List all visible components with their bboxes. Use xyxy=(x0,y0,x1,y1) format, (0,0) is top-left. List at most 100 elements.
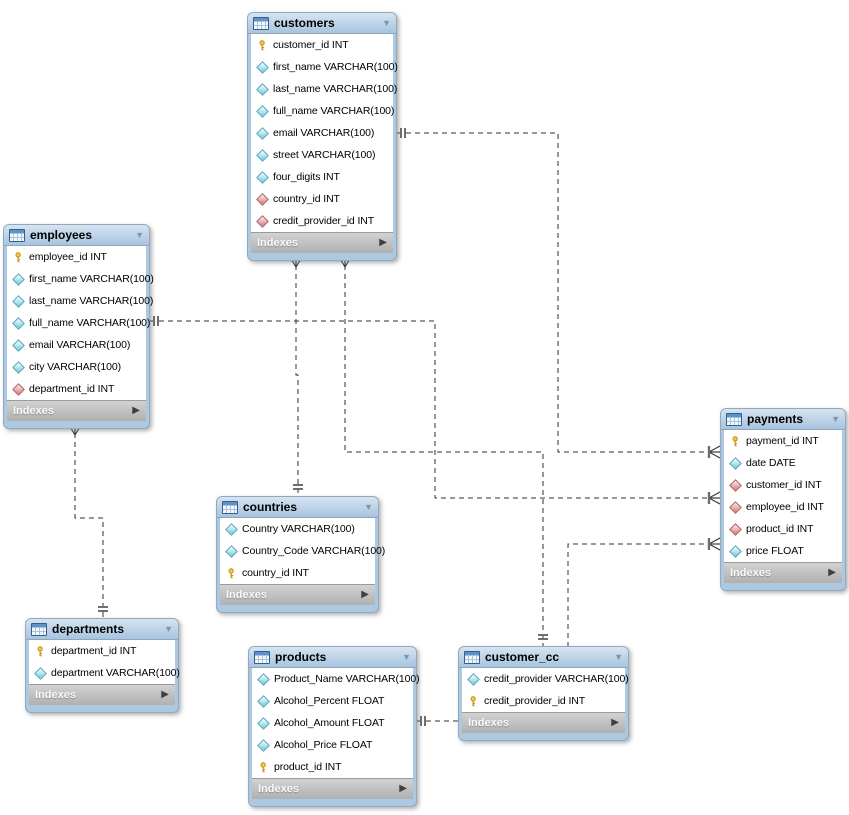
collapse-arrow-icon[interactable]: ▼ xyxy=(614,651,623,662)
table-header[interactable]: payments▼ xyxy=(721,409,845,430)
expand-arrow-icon[interactable]: ▶ xyxy=(379,237,387,248)
column-diamond-icon xyxy=(12,294,25,308)
relationship-employees-payments[interactable] xyxy=(150,316,721,505)
column-row[interactable]: email VARCHAR(100) xyxy=(251,122,393,144)
column-row[interactable]: Alcohol_Amount FLOAT xyxy=(252,712,413,734)
indexes-label: Indexes xyxy=(226,589,267,601)
column-row[interactable]: Alcohol_Price FLOAT xyxy=(252,734,413,756)
column-row[interactable]: credit_provider_id INT xyxy=(462,690,625,712)
collapse-arrow-icon[interactable]: ▼ xyxy=(831,413,840,424)
relationship-line[interactable] xyxy=(74,424,104,618)
column-row[interactable]: Alcohol_Percent FLOAT xyxy=(252,690,413,712)
column-row[interactable]: department_id INT xyxy=(7,378,146,400)
relationship-employees-departments[interactable] xyxy=(68,423,108,618)
expand-arrow-icon[interactable]: ▶ xyxy=(132,405,140,416)
collapse-arrow-icon[interactable]: ▼ xyxy=(402,651,411,662)
table-customers[interactable]: customers▼ customer_id INT first_name VARC… xyxy=(247,12,398,261)
column-diamond-icon xyxy=(467,672,480,686)
column-row[interactable]: four_digits INT xyxy=(251,166,393,188)
expand-arrow-icon[interactable]: ▶ xyxy=(399,783,407,794)
column-row[interactable]: employee_id INT xyxy=(724,496,842,518)
column-row[interactable]: full_name VARCHAR(100) xyxy=(251,100,394,122)
collapse-arrow-icon[interactable]: ▼ xyxy=(164,623,173,634)
column-row[interactable]: last_name VARCHAR(100) xyxy=(251,78,397,100)
column-text: credit_provider VARCHAR(100) xyxy=(484,673,629,685)
table-header[interactable]: departments▼ xyxy=(26,619,178,640)
indexes-bar[interactable]: Indexes▶ xyxy=(7,400,146,421)
key-icon xyxy=(37,645,43,656)
column-row[interactable]: department VARCHAR(100) xyxy=(29,662,180,684)
column-row[interactable]: full_name VARCHAR(100) xyxy=(7,312,150,334)
relationship-line[interactable] xyxy=(295,256,299,496)
indexes-bar[interactable]: Indexes▶ xyxy=(251,232,393,253)
column-row[interactable]: date DATE xyxy=(724,452,842,474)
expand-arrow-icon[interactable]: ▶ xyxy=(361,589,369,600)
indexes-bar[interactable]: Indexes▶ xyxy=(252,778,413,799)
table-header[interactable]: customer_cc▼ xyxy=(459,647,628,668)
relationship-customers-payments[interactable] xyxy=(397,128,721,459)
column-row[interactable]: product_id INT xyxy=(252,756,413,778)
column-row[interactable]: customer_id INT xyxy=(251,34,393,56)
one-marker xyxy=(153,316,159,326)
column-row[interactable]: street VARCHAR(100) xyxy=(251,144,393,166)
indexes-bar[interactable]: Indexes▶ xyxy=(29,684,175,705)
column-icon-cell xyxy=(225,544,238,558)
column-row[interactable]: city VARCHAR(100) xyxy=(7,356,146,378)
table-title: products xyxy=(275,650,327,664)
column-row[interactable]: employee_id INT xyxy=(7,246,146,268)
table-columns: Product_Name VARCHAR(100)Alcohol_Percent… xyxy=(252,668,420,778)
collapse-arrow-icon[interactable]: ▼ xyxy=(364,501,373,512)
column-icon-cell xyxy=(257,672,270,686)
column-text: customer_id INT xyxy=(273,39,349,51)
column-text: customer_id INT xyxy=(746,479,822,491)
indexes-bar[interactable]: Indexes▶ xyxy=(724,562,842,583)
column-row[interactable]: first_name VARCHAR(100) xyxy=(251,56,398,78)
column-row[interactable]: credit_provider VARCHAR(100) xyxy=(462,668,629,690)
column-diamond-icon xyxy=(257,716,270,730)
column-row[interactable]: customer_id INT xyxy=(724,474,842,496)
key-icon xyxy=(468,695,479,707)
relationship-line[interactable] xyxy=(344,256,544,646)
relationship-customers-countries[interactable] xyxy=(289,255,303,496)
column-row[interactable]: country_id INT xyxy=(251,188,393,210)
table-header[interactable]: customers▼ xyxy=(248,13,396,34)
column-row[interactable]: Product_Name VARCHAR(100) xyxy=(252,668,420,690)
column-row[interactable]: credit_provider_id INT xyxy=(251,210,393,232)
collapse-arrow-icon[interactable]: ▼ xyxy=(382,17,391,28)
column-text: city VARCHAR(100) xyxy=(29,361,122,373)
relationship-line[interactable] xyxy=(397,132,720,453)
table-customer_cc[interactable]: customer_cc▼ credit_provider VARCHAR(100)… xyxy=(458,646,629,741)
column-row[interactable]: country_id INT xyxy=(220,562,375,584)
indexes-bar[interactable]: Indexes▶ xyxy=(462,712,625,733)
crow-foot-marker xyxy=(707,445,721,459)
one-marker xyxy=(98,606,108,612)
column-icon-cell xyxy=(256,214,269,228)
relationship-line[interactable] xyxy=(150,320,720,499)
column-row[interactable]: last_name VARCHAR(100) xyxy=(7,290,153,312)
column-row[interactable]: Country VARCHAR(100) xyxy=(220,518,375,540)
table-countries[interactable]: countries▼Country VARCHAR(100)Country_Co… xyxy=(216,496,385,613)
column-row[interactable]: product_id INT xyxy=(724,518,842,540)
column-row[interactable]: first_name VARCHAR(100) xyxy=(7,268,154,290)
column-row[interactable]: email VARCHAR(100) xyxy=(7,334,146,356)
table-header[interactable]: employees▼ xyxy=(4,225,149,246)
table-header[interactable]: products ▼ xyxy=(249,647,416,668)
table-products[interactable]: products▼Product_Name VARCHAR(100)Alcoho… xyxy=(248,646,420,807)
table-header[interactable]: countries▼ xyxy=(217,497,378,518)
column-icon-cell xyxy=(729,456,742,470)
expand-arrow-icon[interactable]: ▶ xyxy=(161,689,169,700)
expand-arrow-icon[interactable]: ▶ xyxy=(611,717,619,728)
indexes-bar[interactable]: Indexes ▶ xyxy=(220,584,375,605)
column-row[interactable]: price FLOAT xyxy=(724,540,842,562)
key-icon xyxy=(470,695,476,706)
column-diamond-icon xyxy=(257,738,270,752)
column-row[interactable]: payment_id INT xyxy=(724,430,842,452)
column-row[interactable]: Country_Code VARCHAR(100) xyxy=(220,540,385,562)
column-row[interactable]: department_id INT xyxy=(29,640,175,662)
expand-arrow-icon[interactable]: ▶ xyxy=(828,567,836,578)
collapse-arrow-icon[interactable]: ▼ xyxy=(135,229,144,240)
column-text: street VARCHAR(100) xyxy=(273,149,376,161)
